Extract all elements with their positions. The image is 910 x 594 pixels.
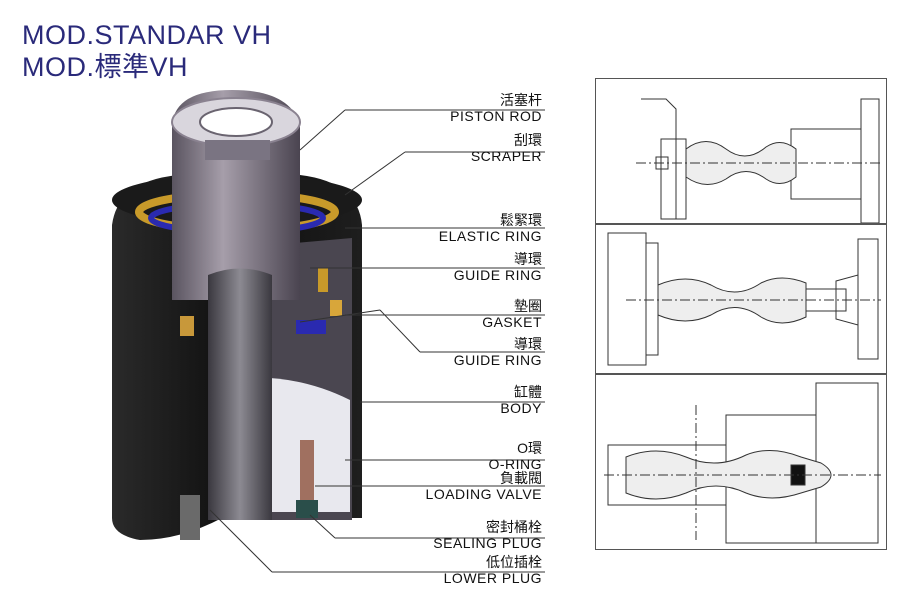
label-sealing-plug: 密封桶栓 SEALING PLUG — [433, 519, 542, 551]
label-en: SCRAPER — [470, 148, 542, 164]
label-en: LOADING VALVE — [425, 486, 542, 502]
label-guide-ring-2: 導環 GUIDE RING — [454, 336, 542, 368]
mounting-drawing-bottom-svg — [604, 382, 881, 544]
label-elastic-ring: 鬆緊環 ELASTIC RING — [439, 212, 542, 244]
mounting-drawing-middle — [595, 224, 887, 374]
label-gasket: 墊圈 GASKET — [482, 298, 542, 330]
label-cn: 導環 — [514, 251, 542, 267]
label-en: GUIDE RING — [453, 352, 542, 368]
label-cn: 活塞杆 — [500, 92, 542, 108]
label-en: O-RING — [488, 456, 542, 472]
label-lower-plug: 低位插栓 LOWER PLUG — [444, 554, 542, 586]
label-scraper: 刮環 SCRAPER — [471, 132, 542, 164]
title-line-2: MOD.標準VH — [22, 52, 188, 82]
label-en: SEALING PLUG — [433, 535, 542, 551]
title-line-1: MOD.STANDAR VH — [22, 20, 272, 50]
label-en: BODY — [500, 400, 542, 416]
label-cn: 導環 — [514, 336, 542, 352]
label-en: GASKET — [482, 314, 542, 330]
mounting-drawing-middle-svg — [607, 232, 881, 366]
label-en: PISTON ROD — [450, 108, 542, 124]
mounting-drawing-top — [595, 78, 887, 224]
label-en: ELASTIC RING — [438, 228, 542, 244]
label-cn: 密封桶栓 — [486, 519, 542, 535]
label-cn: 缸體 — [514, 384, 542, 400]
label-o-ring: O環 O-RING — [488, 440, 542, 472]
label-en: LOWER PLUG — [443, 570, 542, 586]
label-loading-valve: 負載閥 LOADING VALVE — [426, 470, 542, 502]
label-piston-rod: 活塞杆 PISTON ROD — [450, 92, 542, 124]
label-cn: 刮環 — [514, 132, 542, 148]
label-cn: 負載閥 — [500, 470, 542, 486]
label-en: GUIDE RING — [453, 267, 542, 283]
label-body: 缸體 BODY — [500, 384, 542, 416]
label-cn: 鬆緊環 — [500, 212, 542, 228]
mounting-drawing-bottom — [595, 374, 887, 550]
label-guide-ring-1: 導環 GUIDE RING — [454, 251, 542, 283]
mounting-drawing-top-svg — [636, 98, 881, 223]
label-cn: O環 — [517, 440, 542, 456]
label-cn: 墊圈 — [514, 298, 542, 314]
label-cn: 低位插栓 — [486, 554, 542, 570]
